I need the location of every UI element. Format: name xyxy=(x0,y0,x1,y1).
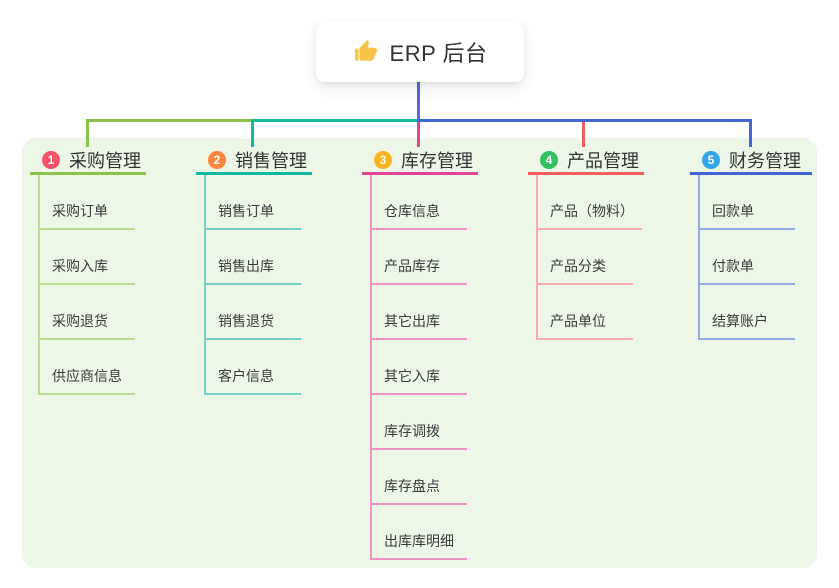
child-node[interactable]: 付款单 xyxy=(698,230,795,285)
child-node[interactable]: 产品单位 xyxy=(536,285,633,340)
connector-segment-branch1 xyxy=(86,119,254,122)
branch-child-connector xyxy=(38,175,40,395)
branch-number-badge: 2 xyxy=(208,151,226,169)
thumbs-up-icon xyxy=(354,40,377,61)
branch-purchase-management: 1 采购管理 采购订单采购入库采购退货供应商信息 xyxy=(30,148,146,395)
root-connector-line xyxy=(417,82,420,120)
child-node[interactable]: 产品（物料） xyxy=(536,175,642,230)
child-node[interactable]: 出库库明细 xyxy=(370,505,467,560)
child-node[interactable]: 客户信息 xyxy=(204,340,301,395)
branch-child-connector xyxy=(370,175,372,560)
branch-title: 财务管理 xyxy=(729,151,801,171)
branch-children: 回款单付款单结算账户 xyxy=(698,175,812,340)
child-node[interactable]: 回款单 xyxy=(698,175,795,230)
root-title: ERP 后台 xyxy=(389,41,488,66)
child-node[interactable]: 销售出库 xyxy=(204,230,301,285)
connector-drop-branch4 xyxy=(582,122,585,147)
connector-drop-branch2 xyxy=(251,119,254,147)
branch-title: 库存管理 xyxy=(401,151,473,171)
branch-inventory-management: 3 库存管理 仓库信息产品库存其它出库其它入库库存调拨库存盘点出库库明细 xyxy=(362,148,478,560)
branch-child-connector xyxy=(536,175,538,340)
branch-children: 产品（物料）产品分类产品单位 xyxy=(536,175,644,340)
connector-drop-branch3 xyxy=(417,122,420,147)
root-node[interactable]: ERP 后台 xyxy=(316,22,524,82)
branch-finance-management: 5 财务管理 回款单付款单结算账户 xyxy=(690,148,812,340)
child-node[interactable]: 库存盘点 xyxy=(370,450,467,505)
connector-drop-branch5 xyxy=(749,119,752,147)
branch-title: 产品管理 xyxy=(567,151,639,171)
branch-header[interactable]: 5 财务管理 xyxy=(690,148,812,175)
child-node[interactable]: 供应商信息 xyxy=(38,340,135,395)
branch-header[interactable]: 3 库存管理 xyxy=(362,148,478,175)
child-node[interactable]: 其它入库 xyxy=(370,340,467,395)
connector-drop-branch1 xyxy=(86,119,89,147)
child-node[interactable]: 其它出库 xyxy=(370,285,467,340)
child-node[interactable]: 结算账户 xyxy=(698,285,795,340)
branch-children: 销售订单销售出库销售退货客户信息 xyxy=(204,175,312,395)
branch-title: 采购管理 xyxy=(69,151,141,171)
branch-header[interactable]: 1 采购管理 xyxy=(30,148,146,175)
child-node[interactable]: 仓库信息 xyxy=(370,175,467,230)
child-node[interactable]: 采购入库 xyxy=(38,230,135,285)
branch-children: 采购订单采购入库采购退货供应商信息 xyxy=(38,175,146,395)
branch-child-connector xyxy=(698,175,700,340)
child-node[interactable]: 产品分类 xyxy=(536,230,633,285)
branch-title: 销售管理 xyxy=(235,151,307,171)
connector-segment-branch2 xyxy=(251,119,419,122)
branch-number-badge: 5 xyxy=(702,151,720,169)
child-node[interactable]: 采购订单 xyxy=(38,175,135,230)
child-node[interactable]: 销售退货 xyxy=(204,285,301,340)
branch-header[interactable]: 4 产品管理 xyxy=(528,148,644,175)
connector-segment-branch5 xyxy=(417,119,752,122)
branch-number-badge: 1 xyxy=(42,151,60,169)
child-node[interactable]: 产品库存 xyxy=(370,230,467,285)
child-node[interactable]: 库存调拨 xyxy=(370,395,467,450)
branch-child-connector xyxy=(204,175,206,395)
branch-number-badge: 4 xyxy=(540,151,558,169)
child-node[interactable]: 采购退货 xyxy=(38,285,135,340)
branch-sales-management: 2 销售管理 销售订单销售出库销售退货客户信息 xyxy=(196,148,312,395)
child-node[interactable]: 销售订单 xyxy=(204,175,301,230)
branch-children: 仓库信息产品库存其它出库其它入库库存调拨库存盘点出库库明细 xyxy=(370,175,478,560)
branch-number-badge: 3 xyxy=(374,151,392,169)
branches-panel xyxy=(22,138,817,568)
branch-product-management: 4 产品管理 产品（物料）产品分类产品单位 xyxy=(528,148,644,340)
branch-header[interactable]: 2 销售管理 xyxy=(196,148,312,175)
